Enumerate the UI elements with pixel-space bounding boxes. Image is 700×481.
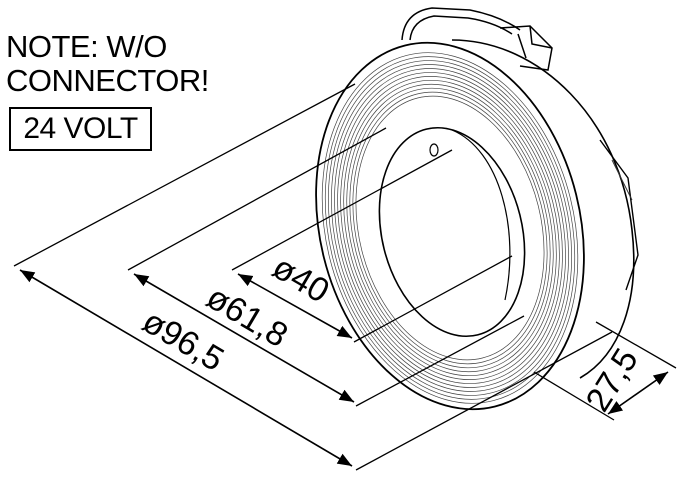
coil-housing [451,39,639,379]
note-line-2: CONNECTOR! [6,63,209,98]
bore-depth-line [451,129,511,301]
inner-bore [378,126,526,338]
voltage-label-box: 24 VOLT [9,107,152,151]
voltage-label: 24 VOLT [23,112,138,145]
thickness-label: 27,5 [579,342,646,418]
note-line-1: NOTE: W/O [6,29,167,64]
pin-hole [429,143,439,157]
connector-housing [401,7,553,71]
svg-text:27,5: 27,5 [579,342,646,418]
